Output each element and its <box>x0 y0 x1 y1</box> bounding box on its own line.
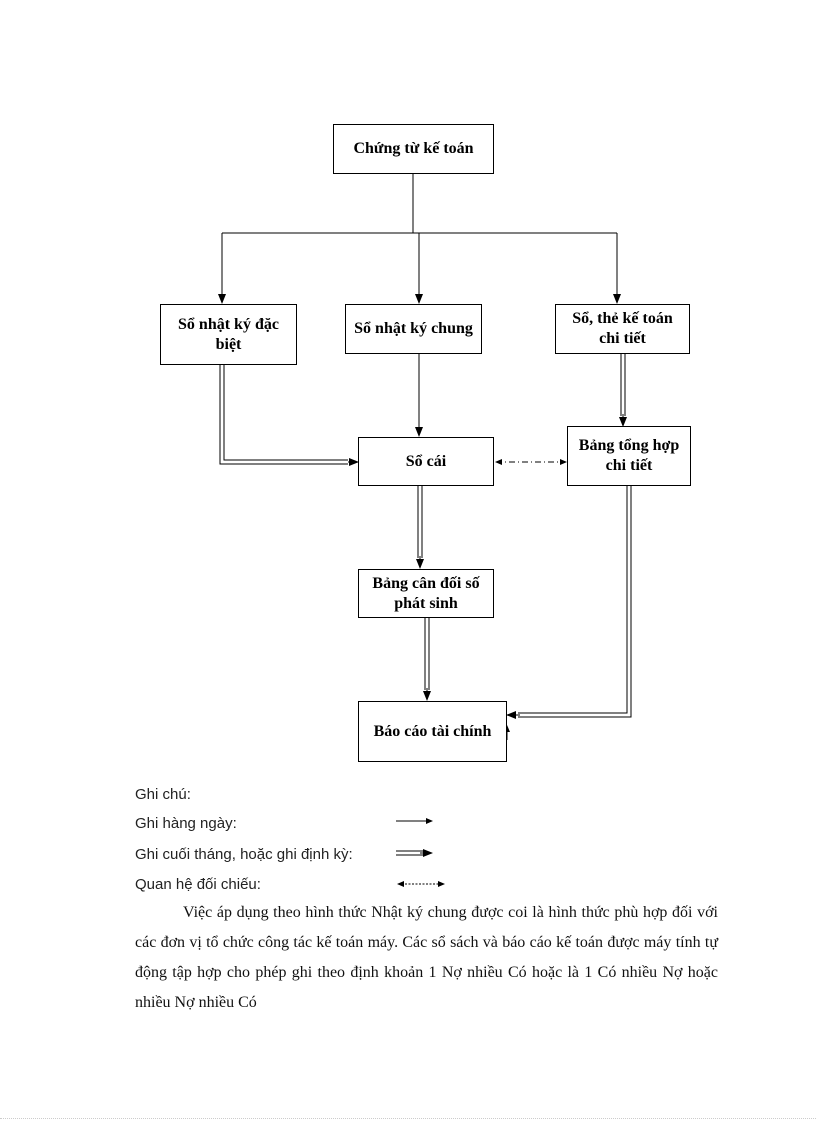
edge-so-the-bang-tong-hop <box>619 354 627 427</box>
legend-reconcile-label: Quan hệ đối chiếu: <box>135 876 261 893</box>
node-nhat-ky-dac-biet: Sổ nhật ký đặc biệt <box>160 304 297 365</box>
edge-bang-can-doi-bao-cao <box>423 618 431 701</box>
node-chung-tu: Chứng từ kế toán <box>333 124 494 174</box>
node-nhat-ky-chung: Sổ nhật ký chung <box>345 304 482 354</box>
node-so-the-chi-tiet: Sổ, thẻ kế toán chi tiết <box>555 304 690 354</box>
page-bottom-rule <box>0 1118 816 1119</box>
legend-periodic-arrow <box>396 849 433 857</box>
node-bao-cao: Báo cáo tài chính <box>358 701 507 762</box>
node-bang-can-doi: Bảng cân đối số phát sinh <box>358 569 494 618</box>
edge-bang-tong-hop-bao-cao <box>506 486 632 719</box>
edge-chung-tu-branches <box>218 174 621 304</box>
node-bang-tong-hop: Bảng tổng hợp chi tiết <box>567 426 691 486</box>
legend-periodic-label: Ghi cuối tháng, hoặc ghi định kỳ: <box>135 846 353 863</box>
legend-title: Ghi chú: <box>135 786 191 803</box>
edge-so-cai-bang-can-doi <box>416 486 424 569</box>
legend-daily-label: Ghi hàng ngày: <box>135 815 237 832</box>
node-so-cai: Sổ cái <box>358 437 494 486</box>
edge-nhat-ky-dac-biet-so-cai <box>219 365 359 466</box>
body-paragraph: Việc áp dụng theo hình thức Nhật ký chun… <box>135 904 718 1011</box>
